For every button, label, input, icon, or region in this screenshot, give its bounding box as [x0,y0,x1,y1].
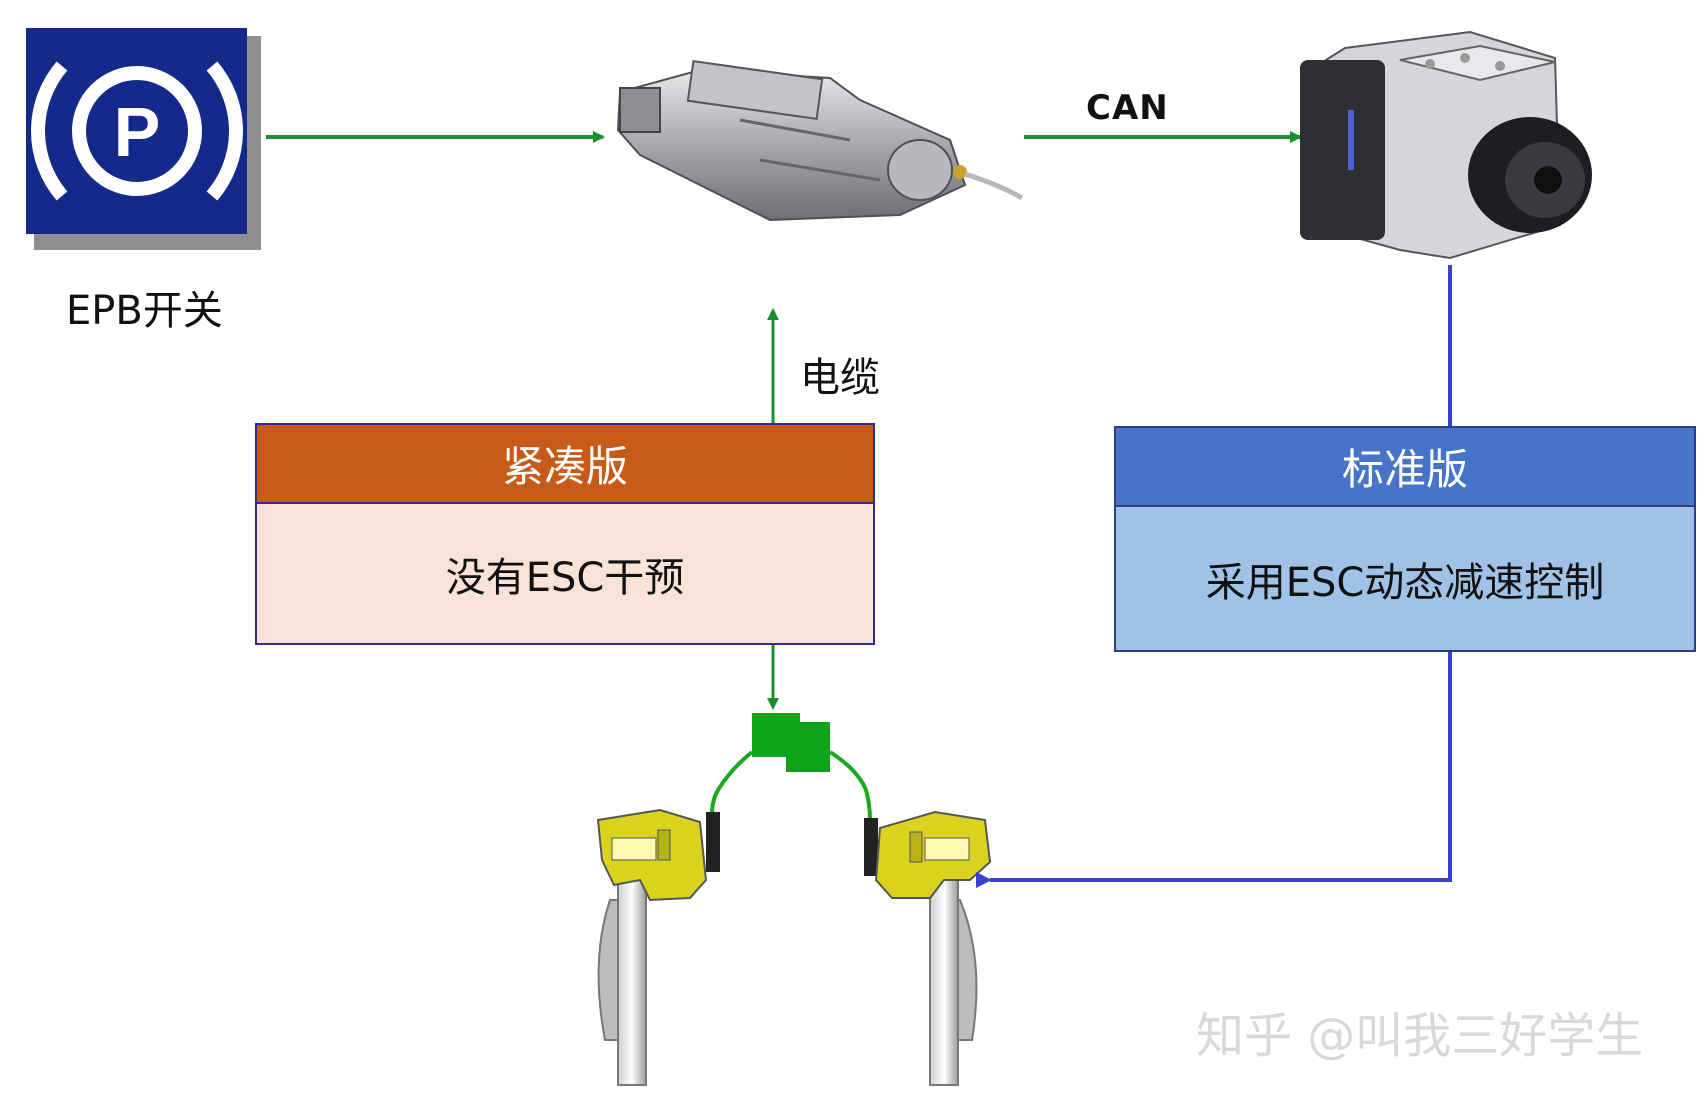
cable-to-left-caliper [710,750,754,815]
epb-symbol-letter: P [114,93,161,171]
standard-version-description: 采用ESC动态减速控制 [1116,507,1694,650]
watermark-text: 知乎 @叫我三好学生 [1196,1008,1644,1064]
right-brake-assembly [874,810,992,1086]
compact-version-description: 没有ESC干预 [257,504,873,643]
epb-switch-icon: P [26,28,261,250]
compact-version-box: 紧凑版 没有ESC干预 [255,423,875,645]
standard-to-caliper-arrow [976,652,1452,888]
esc-unit-image [1300,30,1592,260]
compact-version-title: 紧凑版 [257,425,873,504]
standard-version-title: 标准版 [1116,428,1694,507]
cable-junction-right [786,722,830,772]
cable-to-right-caliper [828,750,872,821]
standard-version-box: 标准版 采用ESC动态减速控制 [1114,426,1696,652]
epb-actuator-image [616,60,1024,222]
epb-switch-label: EPB开关 [66,288,223,334]
left-brake-assembly [596,808,708,1086]
can-bus-label: CAN [1086,88,1169,128]
cable-label: 电缆 [800,355,880,401]
